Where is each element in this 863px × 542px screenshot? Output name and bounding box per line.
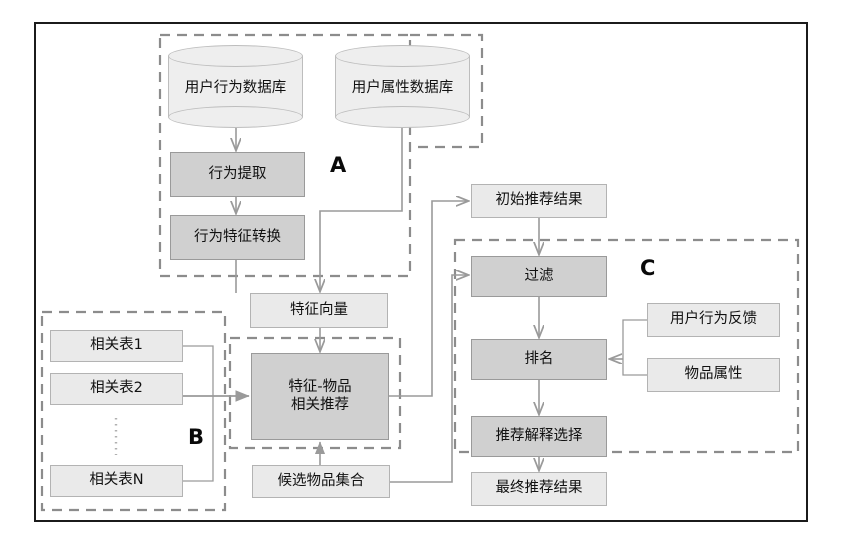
node-initial-rec-result[interactable]: 初始推荐结果 bbox=[471, 184, 607, 218]
node-label: 相关表N bbox=[89, 472, 144, 489]
node-feature-item-recommendation[interactable]: 特征-物品 相关推荐 bbox=[251, 353, 389, 440]
node-label: 特征向量 bbox=[290, 301, 348, 318]
node-label: 初始推荐结果 bbox=[495, 192, 583, 209]
node-ranking[interactable]: 排名 bbox=[471, 339, 607, 380]
node-label: 过滤 bbox=[524, 267, 554, 284]
group-label-a: A bbox=[330, 153, 347, 177]
group-label-b: B bbox=[188, 425, 205, 449]
node-label: 用户属性数据库 bbox=[351, 80, 454, 96]
node-label: 相关表1 bbox=[90, 337, 143, 354]
node-related-table-2[interactable]: 相关表2 bbox=[50, 373, 183, 405]
group-label-c: C bbox=[640, 256, 656, 280]
node-filter[interactable]: 过滤 bbox=[471, 256, 607, 297]
node-label: 物品属性 bbox=[684, 366, 743, 383]
node-feature-vector[interactable]: 特征向量 bbox=[250, 293, 388, 328]
node-label: 候选物品集合 bbox=[277, 472, 365, 489]
node-label: 最终推荐结果 bbox=[495, 480, 583, 497]
node-label: 行为提取 bbox=[208, 165, 267, 182]
node-user-behavior-db[interactable]: 用户行为数据库 bbox=[168, 45, 303, 128]
node-label: 行为特征转换 bbox=[194, 228, 281, 245]
node-label: 相关表2 bbox=[90, 380, 143, 397]
node-label: 推荐解释选择 bbox=[495, 427, 583, 444]
node-label: 用户行为反馈 bbox=[670, 311, 757, 328]
node-item-attribute[interactable]: 物品属性 bbox=[647, 358, 780, 392]
node-final-rec-result[interactable]: 最终推荐结果 bbox=[471, 472, 607, 506]
node-label: 用户行为数据库 bbox=[184, 80, 287, 96]
node-related-table-n[interactable]: 相关表N bbox=[50, 465, 183, 497]
node-candidate-item-set[interactable]: 候选物品集合 bbox=[252, 465, 390, 498]
node-user-behavior-feedback[interactable]: 用户行为反馈 bbox=[647, 303, 780, 337]
node-behavior-feature-transform[interactable]: 行为特征转换 bbox=[170, 215, 305, 260]
node-related-table-1[interactable]: 相关表1 bbox=[50, 330, 183, 362]
node-behavior-extract[interactable]: 行为提取 bbox=[170, 152, 305, 197]
node-label-line-1: 特征-物品 bbox=[288, 378, 352, 395]
node-label: 排名 bbox=[524, 350, 554, 367]
node-label-line-2: 相关推荐 bbox=[291, 396, 349, 413]
node-rec-explain-select[interactable]: 推荐解释选择 bbox=[471, 416, 607, 457]
node-user-profile-db[interactable]: 用户属性数据库 bbox=[335, 45, 470, 128]
